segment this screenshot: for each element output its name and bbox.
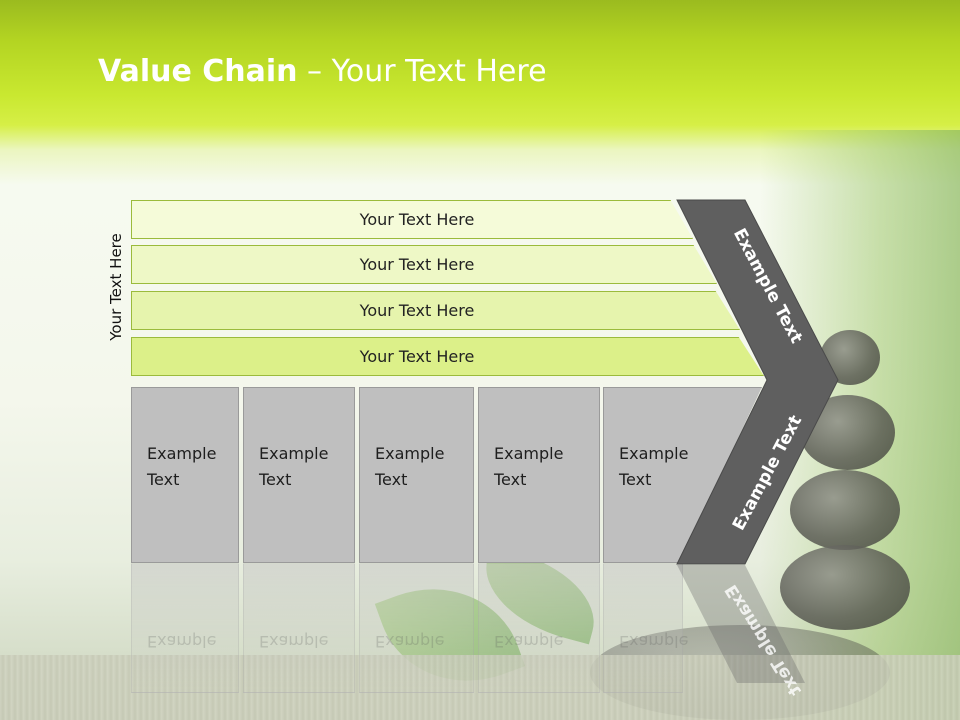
reflection-text: Example <box>147 632 217 651</box>
box-reflection: Example <box>359 563 474 693</box>
band-4: Your Text Here <box>131 337 764 376</box>
box-reflection: Example <box>243 563 355 693</box>
box-line1: Example <box>619 444 689 463</box>
side-label: Your Text Here <box>107 233 125 341</box>
band-label: Your Text Here <box>359 301 475 320</box>
band-2: Your Text Here <box>131 245 717 284</box>
background-stone <box>780 545 910 630</box>
box-line2: Text <box>147 470 180 489</box>
box-reflection: Example <box>603 563 688 693</box>
box-line2: Text <box>619 470 652 489</box>
band-label: Your Text Here <box>359 255 475 274</box>
background-stone <box>790 470 900 550</box>
band-label: Your Text Here <box>359 347 475 366</box>
box-reflection: Example <box>478 563 600 693</box>
reflection-text: Example <box>259 632 329 651</box>
background-mat <box>0 655 960 720</box>
reflection-text: Example <box>375 632 445 651</box>
chevron-reflection <box>677 565 805 683</box>
band-3: Your Text Here <box>131 291 740 330</box>
box-line2: Text <box>375 470 408 489</box>
box-line2: Text <box>494 470 527 489</box>
band-1: Your Text Here <box>131 200 693 239</box>
box-reflection: Example <box>131 563 239 693</box>
box-line1: Example <box>494 444 564 463</box>
band-label: Your Text Here <box>359 210 475 229</box>
slide-title-rest: – Your Text Here <box>297 54 547 89</box>
box-line1: Example <box>375 444 445 463</box>
margin-chevron <box>676 199 839 565</box>
reflection-text: Example <box>494 632 564 651</box>
box-line1: Example <box>147 444 217 463</box>
box-line1: Example <box>259 444 329 463</box>
slide-title: Value Chain – Your Text Here <box>98 54 547 89</box>
slide-title-bold: Value Chain <box>98 54 298 89</box>
chevron-shape <box>676 199 839 565</box>
box-line2: Text <box>259 470 292 489</box>
